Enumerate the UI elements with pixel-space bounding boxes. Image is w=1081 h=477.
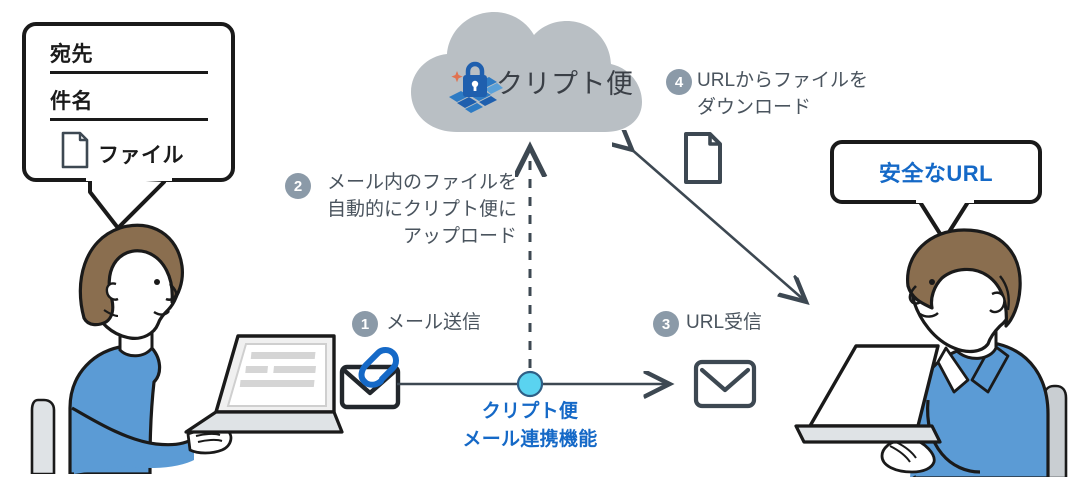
envelope-icon — [693, 359, 757, 409]
step-label-3: URL受信 — [686, 312, 763, 333]
field-label-subject: 件名 — [50, 90, 93, 113]
arrow-download-bidirectional — [612, 130, 822, 315]
field-label-to: 宛先 — [50, 43, 93, 66]
arrow-upload-dashed — [506, 140, 554, 386]
step-label-1: メール送信 — [386, 312, 482, 333]
step-label-2: メール内のファイルを 自動的にクリプト便に アップロード — [326, 172, 517, 247]
person-sender-illustration — [30, 223, 233, 474]
mail-speech-bubble — [22, 22, 235, 182]
connection-node — [516, 370, 544, 398]
center-caption: クリプト便 メール連携機能 — [462, 401, 598, 450]
field-label-file: ファイル — [98, 144, 184, 167]
url-bubble-text: 安全なURL — [878, 161, 994, 186]
field-rule-subject — [50, 118, 208, 121]
field-rule-to — [50, 71, 208, 74]
step-badge-2: 2 — [285, 173, 311, 199]
cloud-label: クリプト便 — [496, 69, 634, 99]
padlock-logo-icon — [449, 61, 503, 113]
step-badge-3: 3 — [653, 311, 679, 337]
mail-bubble-tail — [86, 176, 172, 230]
laptop-sender — [184, 334, 344, 434]
document-icon — [61, 131, 89, 169]
step-badge-4: 4 — [666, 69, 692, 95]
person-receiver-illustration — [880, 228, 1068, 477]
url-speech-bubble: 安全なURL — [830, 140, 1042, 204]
laptop-receiver — [794, 344, 942, 444]
step-badge-1: 1 — [352, 311, 378, 337]
envelope-attachment-icon — [339, 347, 401, 410]
step-label-4: URLからファイルを ダウンロード — [697, 70, 869, 118]
